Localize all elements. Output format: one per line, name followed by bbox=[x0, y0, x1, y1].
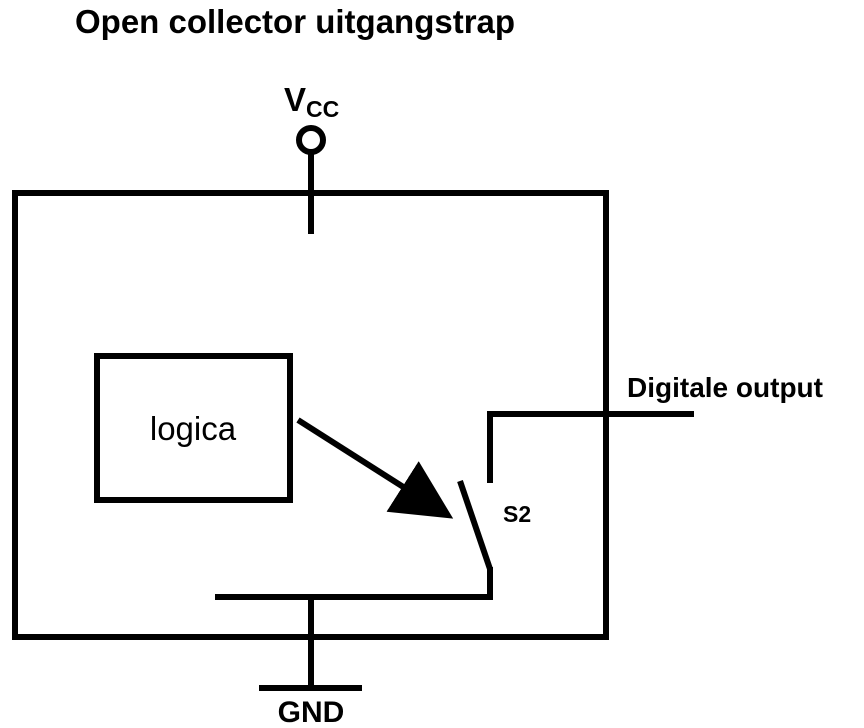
ground-label: GND bbox=[278, 696, 345, 728]
output-wire bbox=[487, 411, 694, 483]
logic-block bbox=[94, 353, 293, 503]
control-arrow bbox=[296, 417, 454, 519]
ground-return-wire bbox=[215, 567, 493, 600]
vcc-label-subscript: CC bbox=[306, 96, 339, 122]
output-label: Digitale output bbox=[627, 372, 823, 403]
vcc-label: VCC bbox=[284, 81, 339, 122]
switch-label: S2 bbox=[503, 501, 531, 527]
diagram-title: Open collector uitgangstrap bbox=[75, 3, 516, 40]
logic-block-label: logica bbox=[150, 410, 237, 447]
vcc-terminal bbox=[296, 125, 326, 155]
vcc-label-main: V bbox=[284, 81, 306, 118]
switch-s2-contact bbox=[457, 480, 493, 570]
